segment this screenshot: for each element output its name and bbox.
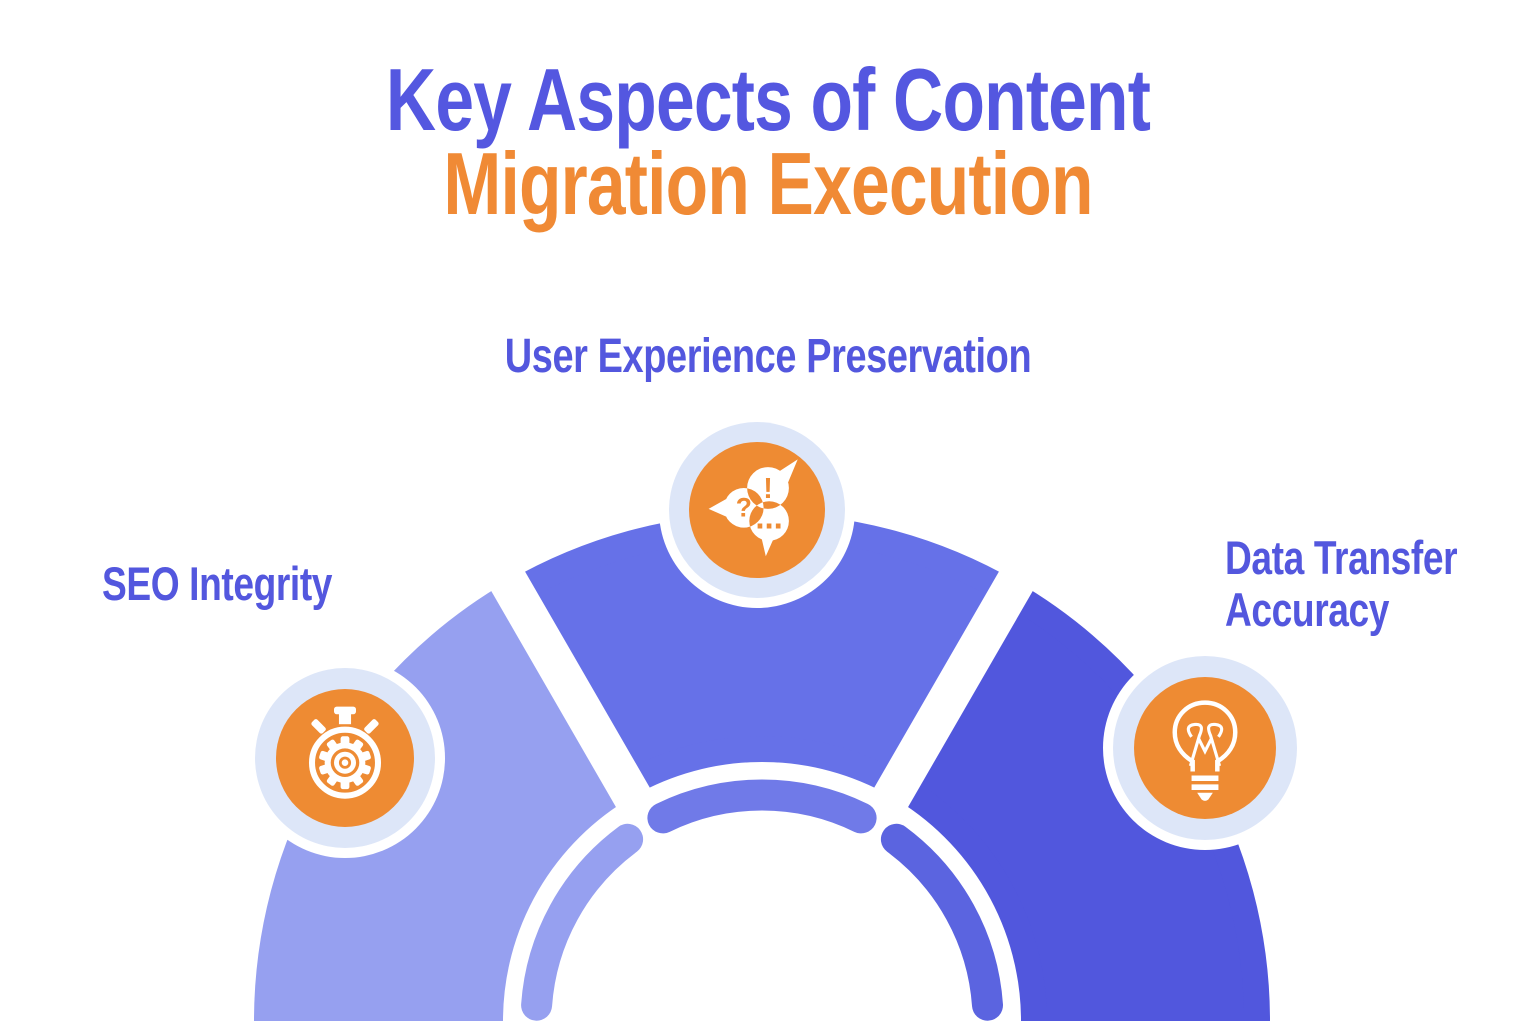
label-user-experience-preservation: User Experience Preservation bbox=[504, 330, 1032, 383]
inner-arc-left bbox=[521, 823, 644, 1021]
segment-dividers bbox=[480, 552, 1044, 815]
inner-arc-center bbox=[647, 779, 877, 834]
bubble-question: ? bbox=[736, 493, 752, 523]
icon-badge-seo-integrity bbox=[245, 658, 445, 858]
arc-segment-center bbox=[501, 512, 1023, 799]
label-data-transfer-line-2: Accuracy bbox=[1225, 583, 1390, 636]
page-title-line-2: Migration Execution bbox=[443, 134, 1093, 233]
inner-arc-right bbox=[880, 823, 1003, 1021]
badge-circle bbox=[689, 442, 825, 578]
label-seo-integrity: SEO Integrity bbox=[102, 557, 333, 610]
page-title-line-1: Key Aspects of Content bbox=[385, 50, 1151, 149]
inner-arcs bbox=[521, 779, 1003, 1021]
arc-segment-left bbox=[254, 579, 639, 1021]
bubble-tail-up bbox=[779, 459, 798, 486]
arc-segments bbox=[254, 512, 1270, 1021]
gear bbox=[319, 736, 371, 790]
segment-divider-right bbox=[870, 552, 1044, 815]
bubble-tail-down bbox=[761, 536, 775, 557]
label-data-transfer-line-1: Data Transfer bbox=[1225, 531, 1458, 584]
bubble-cluster bbox=[724, 467, 789, 541]
stopwatch-body bbox=[308, 706, 382, 799]
bulb-glass bbox=[1172, 700, 1238, 772]
bulb-base-tip bbox=[1197, 792, 1213, 801]
stopwatch-gear-icon bbox=[308, 706, 382, 799]
bubble-exclamation: ! bbox=[763, 473, 773, 505]
lightbulb-icon bbox=[1172, 700, 1238, 801]
speech-bubbles-icon: ! ? ... bbox=[708, 459, 798, 557]
bulb-filament bbox=[1186, 722, 1224, 767]
icon-badge-data-transfer bbox=[1103, 646, 1307, 850]
bubble-ellipsis: ... bbox=[755, 499, 783, 536]
icon-badge-user-experience: ! ? ... bbox=[659, 412, 855, 608]
page-title: Key Aspects of Content Migration Executi… bbox=[161, 50, 1374, 233]
bubble-tail-left bbox=[708, 499, 727, 517]
label-data-transfer-accuracy: Data Transfer Accuracy bbox=[1225, 531, 1458, 636]
segment-divider-left bbox=[480, 552, 654, 815]
